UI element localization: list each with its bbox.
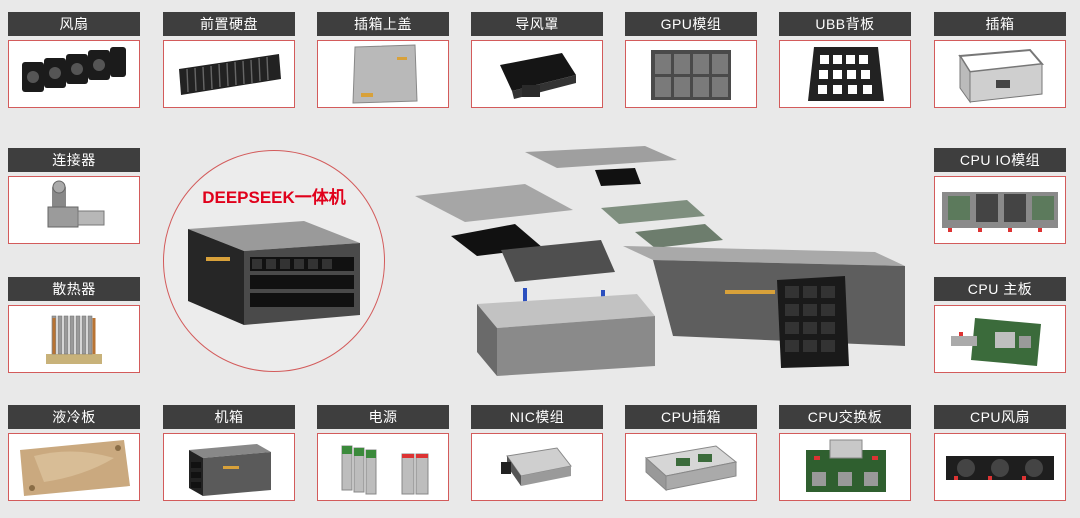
- connector-image: [8, 176, 140, 244]
- tile-label: CPU插箱: [625, 405, 757, 429]
- tile-cpu-io-module: CPU IO模组: [934, 148, 1066, 244]
- gpu-module-image: [625, 40, 757, 108]
- tile-heatsink: 散热器: [8, 277, 140, 373]
- chassis-image: [163, 433, 295, 501]
- tile-label: 插箱上盖: [317, 12, 449, 36]
- air-duct-part: [451, 224, 543, 256]
- tile-cpu-mainboard: CPU 主板: [934, 277, 1066, 373]
- tile-label: 散热器: [8, 277, 140, 301]
- chassis-top-cover-image: [317, 40, 449, 108]
- air-duct-part: [595, 168, 641, 186]
- sub-chassis-part: [497, 316, 655, 376]
- liquid-cold-plate-image: [8, 433, 140, 501]
- ubb-backplane-image: [779, 40, 911, 108]
- tile-front-drive: 前置硬盘: [163, 12, 295, 108]
- tile-gpu-module: GPU模组: [625, 12, 757, 108]
- tile-label: CPU交换板: [779, 405, 911, 429]
- board-part: [601, 200, 705, 224]
- tile-label: CPU IO模组: [934, 148, 1066, 172]
- connector-part: [523, 288, 527, 308]
- nic-module-image: [471, 433, 603, 501]
- tile-cpu-switch-board: CPU交换板: [779, 405, 911, 501]
- cpu-sub-chassis-image: [625, 433, 757, 501]
- tile-label: 前置硬盘: [163, 12, 295, 36]
- tile-nic-module: NIC模组: [471, 405, 603, 501]
- top-cover-part: [415, 184, 573, 222]
- tile-cpu-sub-chassis: CPU插箱: [625, 405, 757, 501]
- tile-label: CPU 主板: [934, 277, 1066, 301]
- tile-ubb-backplane: UBB背板: [779, 12, 911, 108]
- tile-label: 插箱: [934, 12, 1066, 36]
- cpu-io-module-image: [934, 176, 1066, 244]
- tile-power-supply: 电源: [317, 405, 449, 501]
- tile-label: GPU模组: [625, 12, 757, 36]
- top-cover-part: [525, 146, 677, 168]
- sub-chassis-part: [477, 304, 497, 376]
- front-drive-image: [163, 40, 295, 108]
- tile-air-duct: 导风罩: [471, 12, 603, 108]
- tile-label: UBB背板: [779, 12, 911, 36]
- heatsink-image: [8, 305, 140, 373]
- cpu-fan-image: [934, 433, 1066, 501]
- chassis-part: [623, 246, 905, 266]
- tile-label: 风扇: [8, 12, 140, 36]
- tile-label: 连接器: [8, 148, 140, 172]
- power-supply-image: [317, 433, 449, 501]
- tile-label: NIC模组: [471, 405, 603, 429]
- cpu-switch-board-image: [779, 433, 911, 501]
- tile-chassis: 机箱: [163, 405, 295, 501]
- label-part: [725, 290, 775, 294]
- tile-chassis-top-cover: 插箱上盖: [317, 12, 449, 108]
- tile-label: 液冷板: [8, 405, 140, 429]
- hero-title: DEEPSEEK一体机: [202, 188, 346, 207]
- tile-label: 机箱: [163, 405, 295, 429]
- sub-chassis-image: [934, 40, 1066, 108]
- appliance-image: [188, 221, 360, 325]
- cpu-mainboard-image: [934, 305, 1066, 373]
- gpu-part: [501, 240, 615, 282]
- exploded-view: [415, 146, 905, 376]
- tile-fan: 风扇: [8, 12, 140, 108]
- tile-cpu-fan: CPU风扇: [934, 405, 1066, 501]
- hero-circle: DEEPSEEK一体机: [163, 150, 385, 372]
- tile-connector: 连接器: [8, 148, 140, 244]
- tile-sub-chassis: 插箱: [934, 12, 1066, 108]
- air-duct-image: [471, 40, 603, 108]
- sub-chassis-part: [477, 294, 655, 328]
- tile-label: 导风罩: [471, 12, 603, 36]
- tile-label: 电源: [317, 405, 449, 429]
- fan-image: [8, 40, 140, 108]
- tile-liquid-cold-plate: 液冷板: [8, 405, 140, 501]
- board-part: [635, 224, 723, 248]
- tile-label: CPU风扇: [934, 405, 1066, 429]
